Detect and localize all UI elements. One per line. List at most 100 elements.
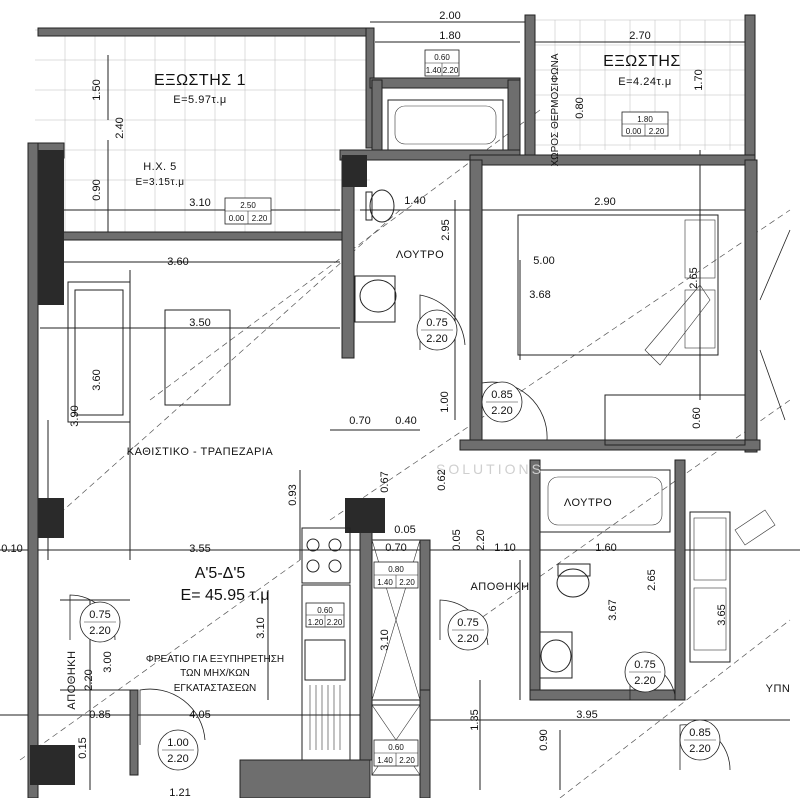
- room-name-storage-2: ΑΠΟΘΗΚΗ: [470, 581, 529, 593]
- dim-label: 2.65: [688, 267, 700, 288]
- dim-label: 2.95: [440, 219, 452, 240]
- window-tag: 0.80 1.40 2.20: [373, 561, 419, 589]
- dim-label: 2.20: [475, 529, 487, 550]
- svg-text:0.85: 0.85: [491, 389, 512, 401]
- room-area-balcony-2: Ε=4.24τ.μ: [618, 76, 671, 88]
- dim-label: 2.70: [629, 30, 650, 42]
- dim-label: 1.80: [439, 30, 460, 42]
- dim-label: 1.00: [439, 391, 451, 412]
- dim-label: 2.65: [646, 569, 658, 590]
- window-tag: 1.80 0.00 2.20: [621, 111, 669, 137]
- svg-text:1.40: 1.40: [377, 756, 393, 765]
- dim-label: 3.90: [69, 405, 81, 426]
- door-tag: 0.85 2.20: [679, 719, 721, 761]
- room-area-hx5: Ε=3.15τ.μ: [136, 177, 185, 188]
- dim-label: 0.15: [77, 737, 89, 758]
- svg-text:0.60: 0.60: [434, 53, 450, 62]
- door-tag: 0.85 2.20: [481, 381, 523, 423]
- dim-label: 3.60: [91, 369, 103, 390]
- dim-label: 2.20: [83, 669, 95, 690]
- svg-text:2.20: 2.20: [634, 675, 655, 687]
- door-tag: 0.75 2.20: [624, 651, 666, 693]
- svg-text:0.60: 0.60: [388, 743, 404, 752]
- room-area-balcony-1: Ε=5.97τ.μ: [173, 94, 226, 106]
- svg-text:1.00: 1.00: [167, 737, 188, 749]
- dim-label: 1.60: [595, 542, 616, 554]
- room-labels: ΕΞΩΣΤΗΣ 1 Ε=5.97τ.μ ΕΞΩΣΤΗΣ Ε=4.24τ.μ Η.…: [66, 53, 790, 710]
- dim-label: 4.05: [189, 709, 210, 721]
- dim-label: 3.55: [189, 543, 210, 555]
- svg-text:0.75: 0.75: [89, 609, 110, 621]
- door-tag: 0.75 2.20: [447, 609, 489, 651]
- dim-label: 1.70: [693, 69, 705, 90]
- svg-text:0.75: 0.75: [634, 659, 655, 671]
- svg-text:2.20: 2.20: [689, 743, 710, 755]
- dim-label: 3.50: [189, 317, 210, 329]
- window-tags: 0.60 1.40 2.20 2.50 0.00 2.20 1.80 0.00 …: [224, 49, 669, 767]
- window-tag: 0.60 1.40 2.20: [373, 739, 419, 767]
- room-name-balcony-1: ΕΞΩΣΤΗΣ 1: [154, 72, 246, 89]
- dim-label: 3.10: [255, 617, 267, 638]
- window-tag: 2.50 0.00 2.20: [224, 197, 272, 225]
- svg-text:1.40: 1.40: [426, 66, 442, 75]
- svg-text:2.20: 2.20: [457, 633, 478, 645]
- svg-text:0.75: 0.75: [426, 317, 447, 329]
- svg-text:2.20: 2.20: [327, 618, 343, 627]
- dim-label: 1.21: [169, 787, 190, 798]
- dim-label: 3.67: [607, 599, 619, 620]
- unit-code: Α'5-Δ'5: [195, 565, 246, 582]
- dim-label: 0.05: [394, 524, 415, 536]
- room-name-balcony-2: ΕΞΩΣΤΗΣ: [603, 53, 681, 70]
- window-tag: 0.60 1.20 2.20: [305, 602, 345, 628]
- dim-label: 3.65: [716, 604, 728, 625]
- room-name-bath-1: ΛΟΥΤΡΟ: [396, 249, 444, 261]
- dim-label: 3.95: [576, 709, 597, 721]
- dim-label: 0.93: [287, 484, 299, 505]
- dim-label: 3.10: [189, 197, 210, 209]
- walls: [27, 14, 761, 798]
- svg-text:0.00: 0.00: [626, 127, 642, 136]
- svg-text:2.20: 2.20: [491, 405, 512, 417]
- dim-label: 5.00: [533, 255, 554, 267]
- dim-label: 1.50: [91, 79, 103, 100]
- dim-label: 3.60: [167, 256, 188, 268]
- room-name-living: ΚΑΘΙΣΤΙΚΟ - ΤΡΑΠΕΖΑΡΙΑ: [127, 446, 274, 458]
- svg-text:1.20: 1.20: [308, 618, 324, 627]
- room-name-hx5: Η.Χ. 5: [143, 161, 177, 173]
- shaft-note-line-1: ΦΡΕΑΤΙΟ ΓΙΑ ΕΞΥΠΗΡΕΤΗΣΗ: [146, 654, 284, 665]
- dim-label: 2.90: [594, 196, 615, 208]
- dim-label: 0.10: [1, 543, 22, 555]
- svg-text:1.40: 1.40: [377, 578, 393, 587]
- dim-label: 3.10: [379, 629, 391, 650]
- dim-label: 0.85: [89, 709, 110, 721]
- dim-label: 1.40: [404, 195, 425, 207]
- dim-label: 0.90: [91, 179, 103, 200]
- svg-text:0.75: 0.75: [457, 617, 478, 629]
- dim-label: 0.05: [451, 529, 463, 550]
- shaft-note-line-2: ΤΩΝ ΜΗΧ/ΚΩΝ: [180, 668, 250, 679]
- dim-label: 0.90: [538, 729, 550, 750]
- fixtures: [60, 99, 776, 776]
- svg-text:2.50: 2.50: [240, 201, 256, 210]
- dim-label: 0.80: [574, 97, 586, 118]
- door-tags: 0.75 2.20 0.85 2.20 0.75 2.20 0.75 2.20 …: [79, 309, 721, 771]
- door-tag: 0.75 2.20: [79, 601, 121, 643]
- dim-label: 0.70: [349, 415, 370, 427]
- dim-label: 3.68: [529, 289, 550, 301]
- window-tag: 0.60 1.40 2.20: [424, 49, 460, 77]
- svg-text:2.20: 2.20: [252, 214, 268, 223]
- svg-text:2.20: 2.20: [649, 127, 665, 136]
- room-name-storage-1: ΑΠΟΘΗΚΗ: [66, 650, 78, 709]
- dim-label: 0.70: [385, 542, 406, 554]
- dim-label: 2.00: [439, 10, 460, 22]
- door-tag: 1.00 2.20: [157, 729, 199, 771]
- dim-label: 0.62: [436, 469, 448, 490]
- dim-label: 1.10: [494, 542, 515, 554]
- watermark: SOLUTIONS: [436, 461, 544, 477]
- svg-text:0.85: 0.85: [689, 727, 710, 739]
- shaft-note-line-3: ΕΓΚΑΤΑΣΤΑΣΕΩΝ: [174, 683, 257, 694]
- dim-label: 1.35: [469, 709, 481, 730]
- svg-text:0.60: 0.60: [317, 606, 333, 615]
- svg-text:2.20: 2.20: [426, 333, 447, 345]
